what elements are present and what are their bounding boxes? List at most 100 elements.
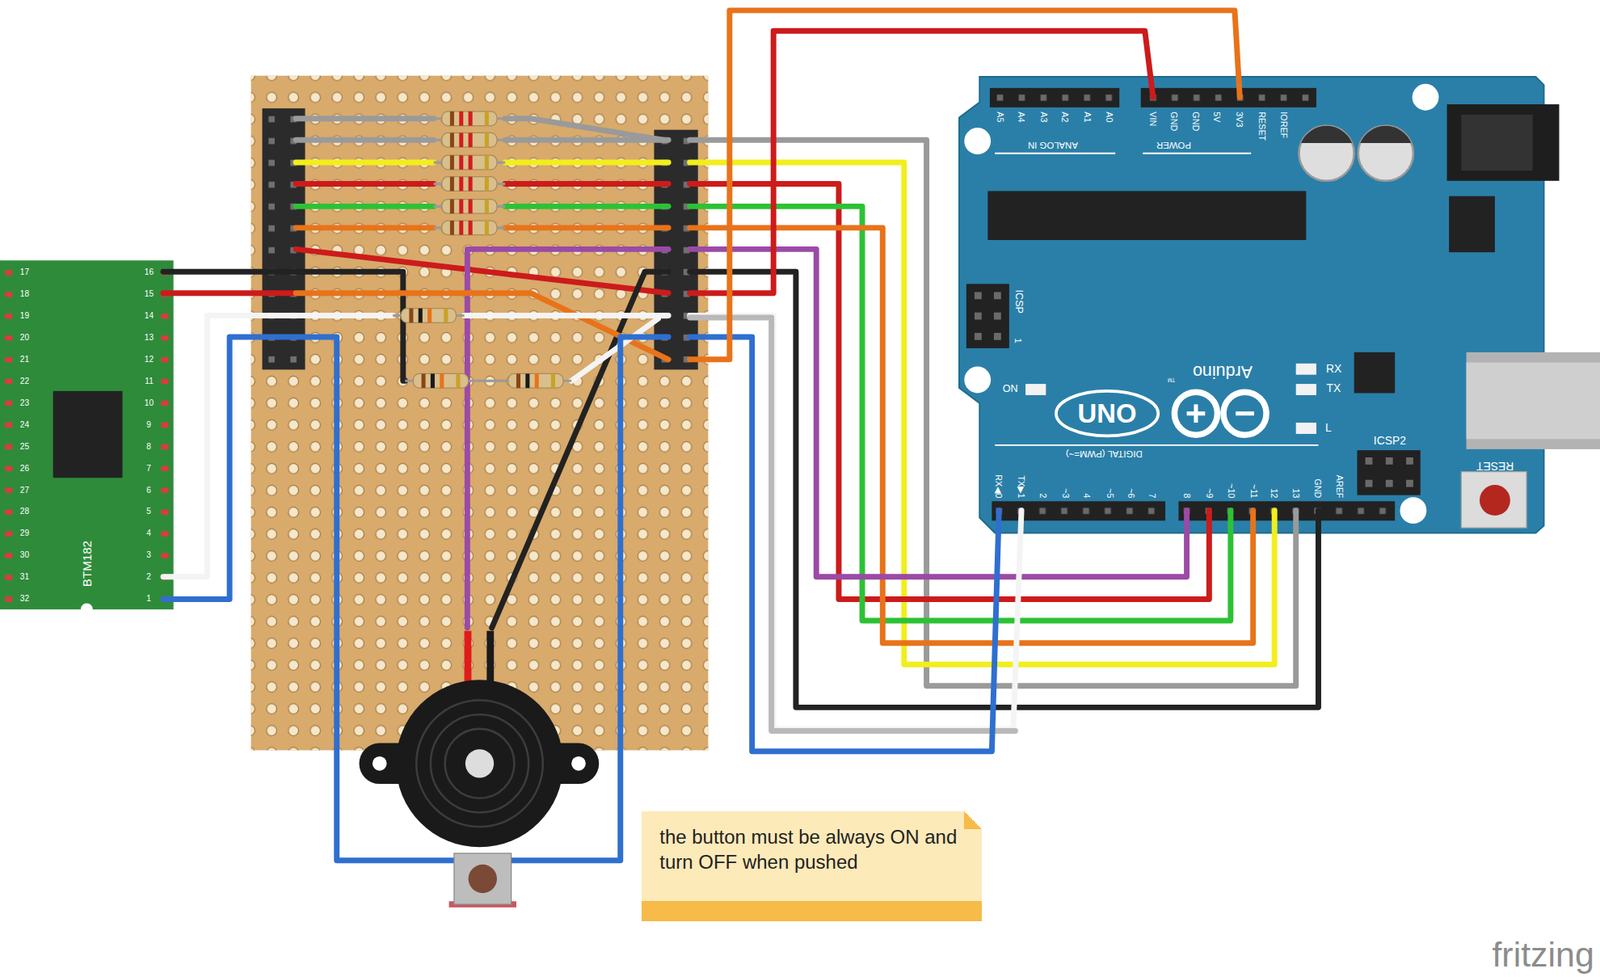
logo-minus [1235,411,1255,416]
wire [505,224,669,231]
pin-label: 5 [146,507,152,516]
pin-label: 6 [146,486,152,495]
pin-label: 26 [20,464,30,473]
silkscreen-line [994,444,1318,447]
wire [295,160,434,166]
pin-label: 28 [20,507,30,516]
buzzer-center [465,749,494,778]
arduino-logo [1223,391,1267,435]
header-pin [974,312,982,320]
pin-label: IOREF [1279,112,1289,139]
led [1025,383,1046,396]
pin-label: ~10 [1226,483,1236,498]
pin-label: 23 [20,399,30,408]
silkscreen-line [994,152,1116,155]
pin-label: A3 [1039,112,1049,123]
watermark: fritzing [1491,937,1594,973]
pin-label: VIN [1149,112,1158,127]
pin-label: GND [1170,112,1179,132]
female-header-pins [262,108,306,370]
wire-edge [690,317,1016,731]
bluetooth-module [0,260,174,610]
mounting-hole [964,127,991,155]
pin-label: 8 [1182,492,1192,498]
resistor [404,373,476,388]
wire [690,248,1188,577]
wire [163,315,393,577]
pin-label: 4 [146,529,152,538]
wire [690,162,1276,665]
wire [295,203,434,210]
wire [690,184,1210,600]
pin-label: RESET [1258,112,1268,142]
pin-label: 13 [1291,488,1301,498]
header-pin [1406,457,1414,465]
pin-label: ~3 [1061,488,1070,498]
buzzer-mount-hole [372,756,388,771]
usb-chip [1354,352,1396,394]
pin-label: 17 [20,268,30,277]
resistor [433,155,506,170]
pin-label: A5 [995,112,1005,123]
pin-label: 1 [146,594,152,603]
module-mark [80,603,93,616]
pin-label: 19 [20,311,30,320]
pin-label: L [1325,422,1332,434]
stripboard [251,75,709,751]
header-pin [1365,457,1373,465]
capacitor [1298,126,1354,182]
push-button-cap [468,864,497,893]
resistor [433,176,506,192]
led [1296,363,1317,375]
power-header [1141,88,1317,108]
wire [295,224,434,231]
pin-label: BTM182 [80,539,93,586]
wire [505,203,669,210]
wire [467,248,669,628]
wire [505,160,669,166]
note-fold [964,811,982,830]
pin-label: 13 [144,333,154,342]
resistor [500,373,572,388]
buzzer-ring [445,728,515,799]
digital-header [991,501,1166,521]
usb-connector-face [1466,362,1600,440]
uno-logo-oval [1056,391,1158,437]
mounting-hole [1400,496,1428,524]
pin-label: 1 [1012,338,1022,344]
pin-label: DIGITAL (PWM=~) [1065,449,1143,459]
pin-label: TX [1326,383,1341,395]
pin-label: GND [1191,112,1201,132]
note-text: the button must be always ON and turn OF… [659,824,964,875]
pin-label: TX▶1 [1017,475,1027,498]
power-header-pins [1141,88,1317,108]
wire [295,115,434,122]
resistor [433,111,506,127]
pin-label: 12 [144,355,154,364]
wire [163,271,405,381]
reset-button-cap [1479,484,1511,516]
silkscreen-line [1142,152,1251,155]
pin-label: ~11 [1249,484,1259,498]
buzzer-lead [486,631,494,685]
pin-label: 12 [1270,488,1280,498]
pin-label: UNO [1077,400,1137,428]
resistor-lead [476,379,501,383]
header-pin [993,332,1002,341]
pin-label: ICSP [1013,290,1024,314]
pin-label: ANALOG IN [1027,140,1078,150]
pin-label: 21 [20,355,30,364]
pin-label: A0 [1104,112,1114,123]
note-box: the button must be always ON and turn OF… [641,811,982,922]
pin-label: 3V3 [1235,112,1245,128]
header-pin [993,312,1002,320]
pin-label: ~6 [1126,488,1136,498]
pin-label: A1 [1083,112,1093,123]
mounting-hole [1412,84,1440,111]
push-button [454,853,512,905]
pin-label: A2 [1061,112,1070,123]
pin-label: 25 [20,442,30,451]
female-header [262,108,306,370]
pin-label: 9 [146,421,152,430]
mounting-hole [964,366,991,394]
